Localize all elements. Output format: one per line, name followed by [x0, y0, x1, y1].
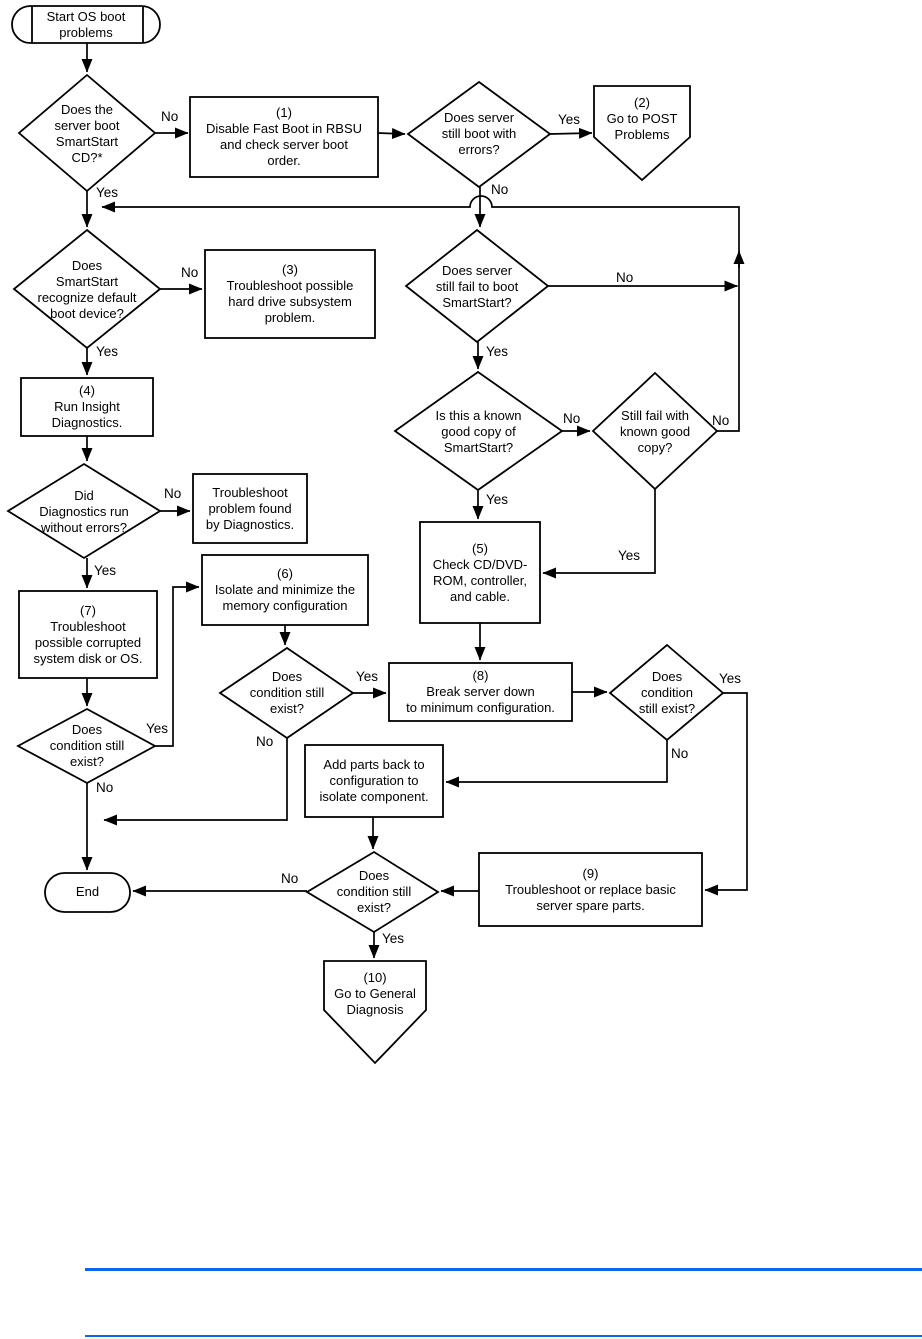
edge-still-fail-yes-to-r5 [542, 489, 656, 579]
edge-label-fail-boot-yes: Yes [486, 344, 509, 359]
node-post-problems-shape [593, 85, 691, 182]
node-recognize-label: Does SmartStart recognize default boot d… [37, 258, 137, 321]
edge-r1-to-boot-errors [377, 128, 406, 140]
edge-label-cond-right-no: No [671, 746, 689, 761]
node-cond-left-label: Does condition still exist? [49, 722, 125, 769]
node-fail-boot-shape [404, 228, 550, 344]
node-r3-shape [204, 249, 376, 339]
node-r7-shape [18, 590, 158, 679]
node-known-copy-label: Is this a known good copy of SmartStart? [435, 407, 522, 455]
node-diag-errors-shape [6, 462, 162, 560]
edge-return-rail [101, 195, 740, 432]
edge-label-boot-errors-yes: Yes [558, 112, 581, 127]
node-general-diagnosis-shape [323, 960, 427, 1065]
edge-cond-right-no-to-add-parts [445, 740, 668, 788]
node-still-fail-shape [591, 371, 719, 491]
footer-rule-bottom [85, 1335, 922, 1337]
node-cond-mid-label: Does condition still exist? [249, 669, 325, 716]
edge-cond-mid-no-merge [103, 738, 288, 826]
node-end-label: End [75, 884, 100, 899]
node-cond-right-shape [608, 643, 725, 742]
node-boot-cd-label: Does the server boot SmartStart CD?* [54, 102, 120, 165]
edge-label-cond-mid-no: No [256, 734, 274, 749]
edge-cond-right-yes-to-r9 [704, 692, 748, 896]
node-r5-shape [419, 521, 541, 624]
node-r9-label: (9) Troubleshoot or replace basic server… [505, 865, 676, 913]
node-add-parts-label: Add parts back to configuration to isola… [319, 757, 429, 804]
node-fail-boot-label: Does server still fail to boot SmartStar… [435, 262, 519, 310]
edge-label-recognize-no: No [181, 265, 199, 280]
node-r1-shape [189, 96, 379, 178]
node-known-copy-shape [393, 370, 564, 492]
edge-label-cond-mid-yes: Yes [356, 669, 379, 684]
node-r4-label: (4) Run Insight Diagnostics. [51, 383, 123, 430]
footer-rule-top [85, 1268, 922, 1271]
node-start-shape [11, 5, 161, 44]
edge-label-still-fail-yes: Yes [618, 548, 641, 563]
node-r7-label: (7) Troubleshoot possible corrupted syst… [33, 602, 143, 666]
node-post-problems-label: (2) Go to POST Problems [606, 95, 678, 142]
node-r9-shape [478, 852, 703, 927]
node-add-parts-shape [304, 744, 444, 818]
node-cond-right-label: Does condition still exist? [638, 668, 696, 716]
edge-label-boot-errors-no: No [491, 182, 509, 197]
node-cond-bottom-shape [305, 850, 440, 934]
edge-label-cond-right-yes: Yes [719, 671, 742, 686]
node-diag-errors-label: Did Diagnostics run without errors? [39, 487, 129, 535]
node-diag-found-label: Troubleshoot problem found by Diagnostic… [205, 484, 295, 532]
node-cond-bottom-label: Does condition still exist? [336, 868, 412, 915]
node-general-diagnosis-label: (10) Go to General Diagnosis [334, 970, 416, 1017]
node-boot-errors-label: Does server still boot with errors? [441, 110, 517, 157]
edge-label-diag-no: No [164, 486, 182, 501]
edge-cond-left-yes-to-r6 [155, 581, 200, 747]
edge-label-cond-left-no: No [96, 780, 114, 795]
node-r5-label: (5) Check CD/DVD- ROM, controller, and c… [432, 540, 528, 604]
edge-boot-errors-yes-to-post [549, 127, 593, 139]
edge-label-boot-cd-no: No [161, 109, 179, 124]
edge-label-known-copy-yes: Yes [486, 492, 509, 507]
edge-label-boot-cd-yes: Yes [96, 185, 119, 200]
node-r6-label: (6) Isolate and minimize the memory conf… [214, 566, 356, 613]
node-boot-errors-shape [406, 80, 552, 189]
node-start-label: Start OS boot problems [46, 8, 126, 40]
node-r8-shape [388, 662, 573, 722]
edge-label-diag-yes: Yes [94, 563, 117, 578]
node-diag-found-shape [192, 473, 308, 544]
node-cond-left-shape [16, 707, 157, 785]
edge-label-cond-bottom-no: No [281, 871, 299, 886]
edge-label-cond-bottom-yes: Yes [382, 931, 405, 946]
edge-label-recognize-yes: Yes [96, 344, 119, 359]
edge-label-still-fail-no: No [712, 413, 730, 428]
node-r1-label: (1) Disable Fast Boot in RBSU and check … [205, 105, 363, 168]
edge-label-known-copy-no: No [563, 411, 581, 426]
node-r4-shape [20, 377, 154, 437]
node-r6-shape [201, 554, 369, 626]
edge-label-fail-boot-no: No [616, 270, 634, 285]
node-recognize-shape [12, 228, 162, 350]
node-still-fail-label: Still fail with known good copy? [619, 407, 691, 455]
node-r8-label: (8) Break server down to minimum configu… [406, 668, 555, 715]
node-boot-cd-shape [17, 73, 157, 193]
node-end-shape [44, 872, 131, 913]
node-cond-mid-shape [218, 646, 355, 740]
node-r3-label: (3) Troubleshoot possible hard drive sub… [226, 262, 354, 325]
edge-label-cond-left-yes: Yes [146, 721, 169, 736]
